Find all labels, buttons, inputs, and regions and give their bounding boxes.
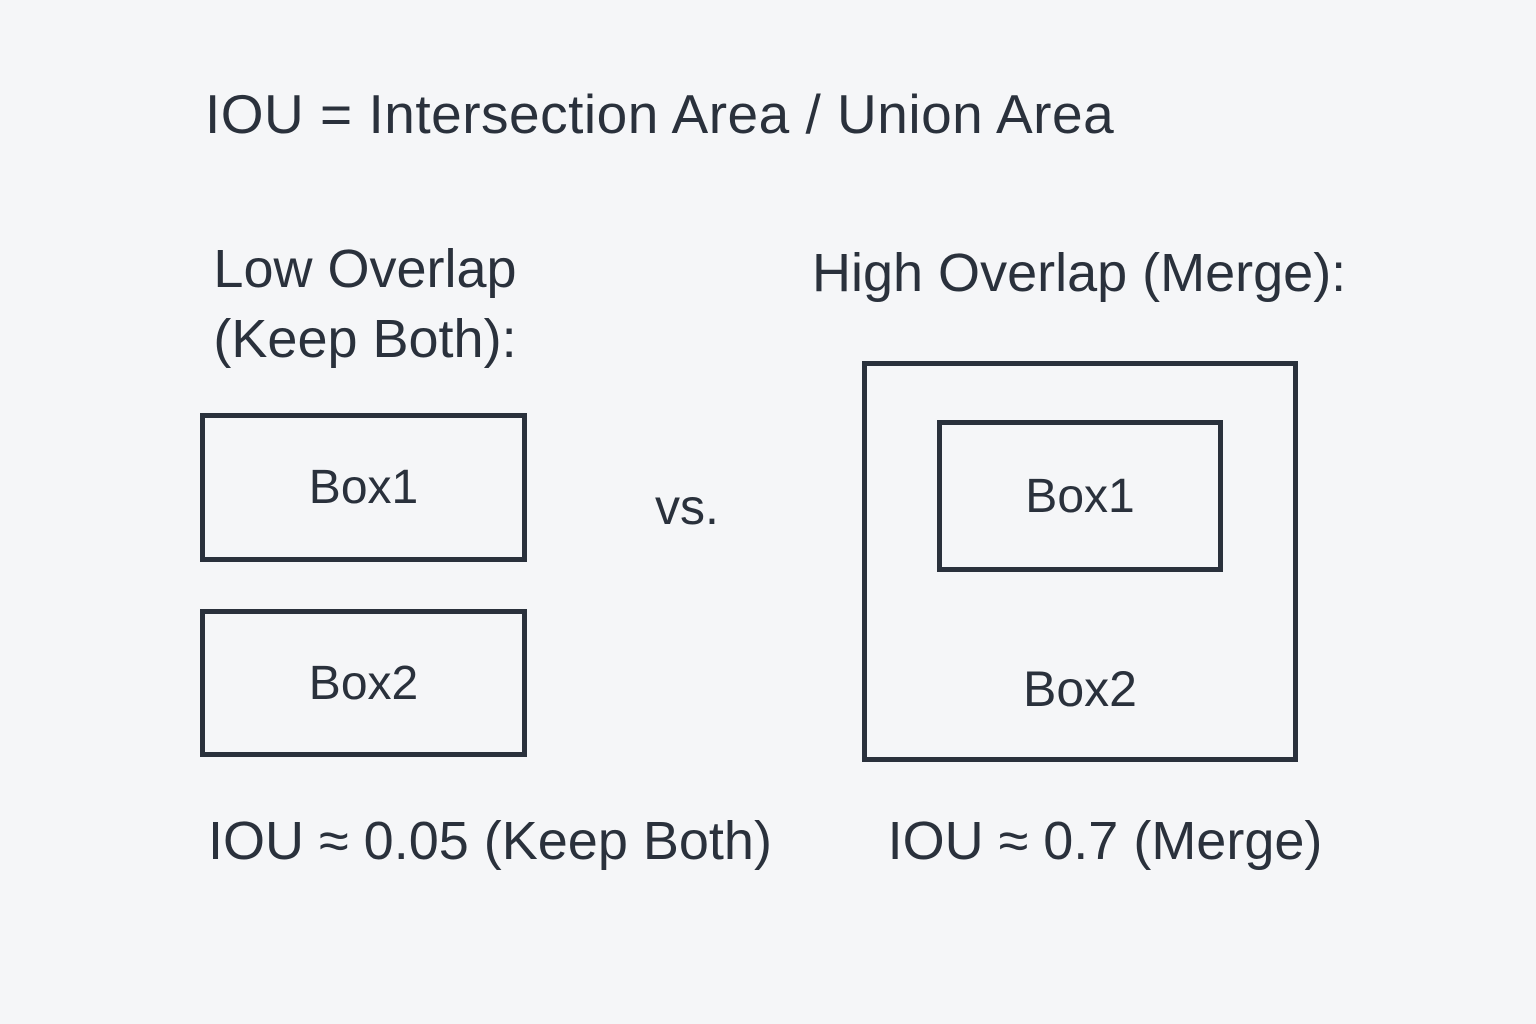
high-overlap-box1-label: Box1 — [1025, 469, 1135, 523]
high-overlap-box2 — [862, 361, 1298, 762]
diagram-title: IOU = Intersection Area / Union Area — [205, 83, 1115, 145]
low-overlap-caption: IOU ≈ 0.05 (Keep Both) — [208, 811, 772, 871]
vs-label: vs. — [655, 479, 719, 535]
low-overlap-heading-line2: (Keep Both): — [213, 309, 517, 369]
low-overlap-heading: Low Overlap (Keep Both): — [160, 234, 570, 374]
low-overlap-box2: Box2 — [200, 609, 527, 757]
high-overlap-box1: Box1 — [937, 420, 1223, 572]
high-overlap-caption: IOU ≈ 0.7 (Merge) — [887, 811, 1323, 871]
high-overlap-box2-label: Box2 — [1023, 661, 1137, 717]
low-overlap-box1-label: Box1 — [308, 461, 419, 514]
low-overlap-heading-line1: Low Overlap — [213, 239, 517, 299]
high-overlap-heading: High Overlap (Merge): — [812, 243, 1347, 303]
low-overlap-box1: Box1 — [200, 413, 527, 562]
low-overlap-box2-label: Box2 — [308, 656, 419, 710]
